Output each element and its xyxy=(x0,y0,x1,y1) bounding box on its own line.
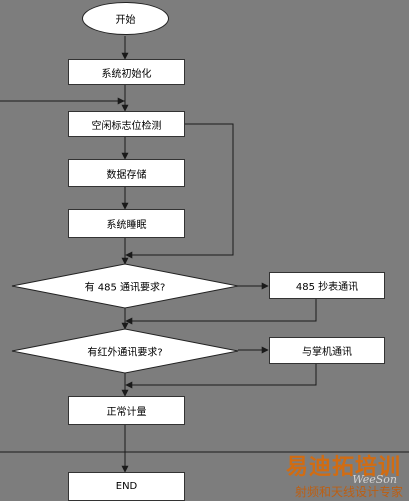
sleep-box: 系统睡眠 xyxy=(68,209,185,238)
store-label: 数据存储 xyxy=(106,169,147,181)
end-box: END xyxy=(68,472,185,501)
comm-handheld-box: 与掌机通讯 xyxy=(269,337,385,364)
metering-box: 正常计量 xyxy=(68,396,185,425)
check-flag-label: 空闲标志位检测 xyxy=(91,120,162,132)
init-label: 系统初始化 xyxy=(101,68,152,80)
decision-485-label: 有 485 通讯要求? xyxy=(84,282,166,294)
store-box: 数据存储 xyxy=(68,159,185,187)
decision-485-shape xyxy=(11,263,239,309)
metering-label: 正常计量 xyxy=(106,407,147,418)
sleep-label: 系统睡眠 xyxy=(106,220,147,231)
start-label: 开始 xyxy=(115,15,136,26)
start-node: 开始 xyxy=(82,2,169,35)
decision-ir-shape xyxy=(11,328,239,374)
comm-485-label: 485 抄表通讯 xyxy=(295,282,359,293)
end-label: END xyxy=(115,481,138,492)
decision-ir-label: 有红外通讯要求? xyxy=(87,347,163,359)
init-box: 系统初始化 xyxy=(68,59,185,85)
comm-485-box: 485 抄表通讯 xyxy=(269,272,385,299)
comm-handheld-label: 与掌机通讯 xyxy=(302,347,352,358)
check-flag-box: 空闲标志位检测 xyxy=(68,111,185,137)
